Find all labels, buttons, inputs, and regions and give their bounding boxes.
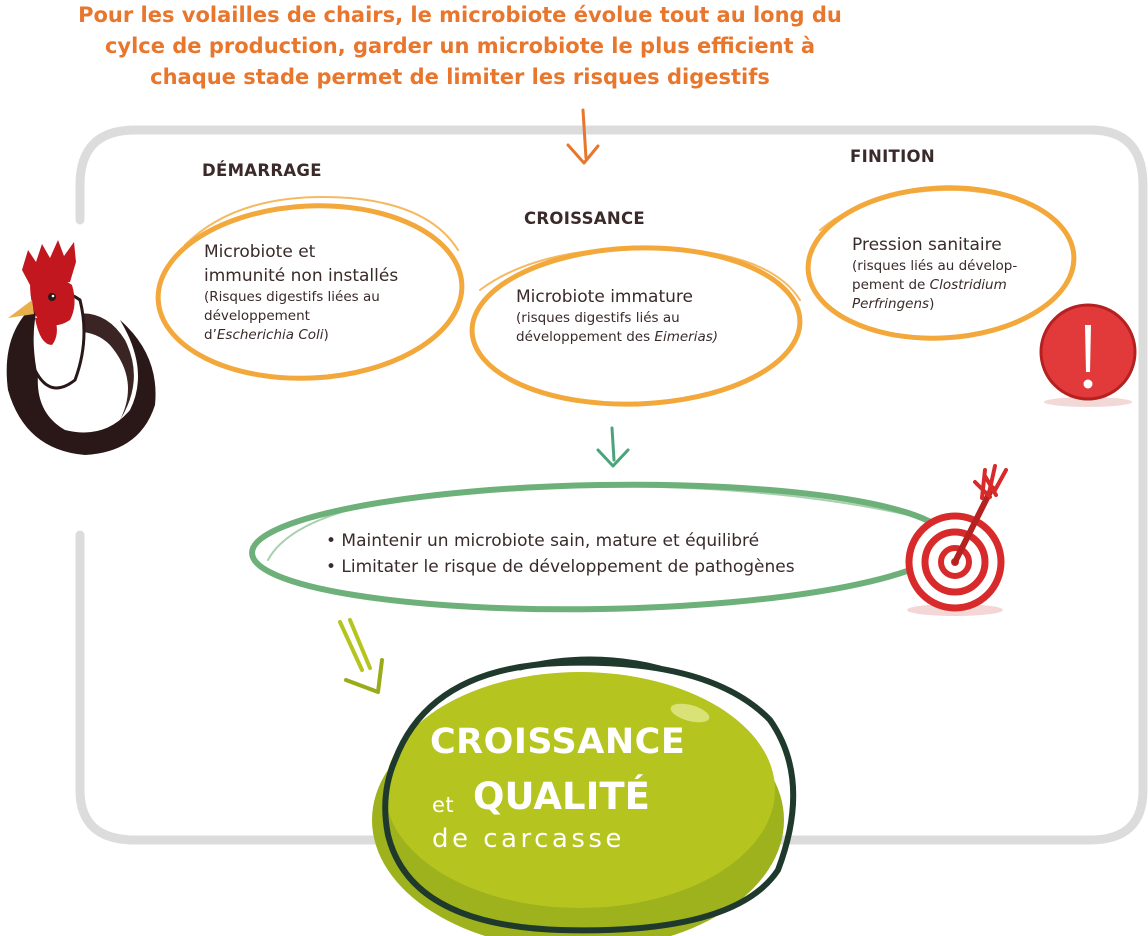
stage-sub-text: Perfringens) <box>852 295 1017 314</box>
stage-title-croissance: CROISSANCE <box>524 209 645 228</box>
bacteria-name: Clostridium <box>929 277 1007 293</box>
stage-sub-text: d’Escherichia Coli) <box>204 326 398 345</box>
stage-sub-text-part: d’ <box>204 327 217 343</box>
headline-line: Pour les volailles de chairs, le microbi… <box>78 3 842 27</box>
stage-sub-text: (risques digestifs liés au <box>516 310 680 326</box>
bacteria-name: Escherichia Coli <box>216 327 324 343</box>
stage-sub-text: pement de Clostridium <box>852 276 1017 295</box>
headline-line: cylce de production, garder un microbiot… <box>104 34 816 58</box>
arrow-down-icon <box>566 108 600 165</box>
target-arrow-icon <box>905 464 1008 616</box>
result-blob <box>372 656 797 936</box>
stage-text-finition: Pression sanitaire (risques liés au déve… <box>852 233 1017 314</box>
stage-sub-text-part: développement des <box>516 329 655 345</box>
stage-title-demarrage: DÉMARRAGE <box>202 161 322 180</box>
result-line-carcass: de carcasse <box>432 824 625 854</box>
stage-sub-text-part: ) <box>323 327 329 343</box>
bacteria-name: Perfringens <box>852 296 930 312</box>
goal-item: • Maintenir un microbiote sain, mature e… <box>326 531 760 551</box>
goals-list: • Maintenir un microbiote sain, mature e… <box>326 528 795 580</box>
goal-item: • Limitater le risque de développement d… <box>326 557 795 577</box>
stage-main-text: Pression sanitaire <box>852 235 1002 255</box>
stage-main-text: Microbiote et <box>204 242 316 262</box>
stage-text-demarrage: Microbiote et immunité non installés (Ri… <box>204 240 398 345</box>
stage-sub-text: développement <box>204 308 310 324</box>
stage-sub-text: (risques liés au dévelop- <box>852 258 1018 274</box>
headline: Pour les volailles de chairs, le microbi… <box>0 0 920 93</box>
result-line-growth: CROISSANCE <box>430 722 686 762</box>
rooster-icon <box>6 240 156 455</box>
result-line-et: et <box>432 793 455 817</box>
alert-exclamation-icon <box>1039 303 1137 407</box>
stage-bubble-demarrage <box>155 196 465 381</box>
cycle-frame <box>75 125 1148 845</box>
stage-sub-text-part: pement de <box>852 277 930 293</box>
stage-sub-text-part: ) <box>929 296 935 312</box>
stage-bubble-croissance <box>469 245 803 407</box>
stage-sub-text: développement des Eimerias) <box>516 328 718 347</box>
stage-title-finition: FINITION <box>850 147 935 166</box>
stage-sub-text: (Risques digestifs liées au <box>204 289 380 305</box>
parasite-name: Eimerias) <box>654 329 719 345</box>
headline-line: chaque stade permet de limiter les risqu… <box>150 65 770 89</box>
stage-main-text: Microbiote immature <box>516 287 693 307</box>
stage-main-text: immunité non installés <box>204 266 399 286</box>
result-line-quality: QUALITÉ <box>473 775 650 818</box>
arrow-down-icon <box>338 618 384 694</box>
stage-bubble-finition <box>805 185 1077 341</box>
arrow-down-icon <box>596 426 630 468</box>
stage-text-croissance: Microbiote immature (risques digestifs l… <box>516 285 718 347</box>
